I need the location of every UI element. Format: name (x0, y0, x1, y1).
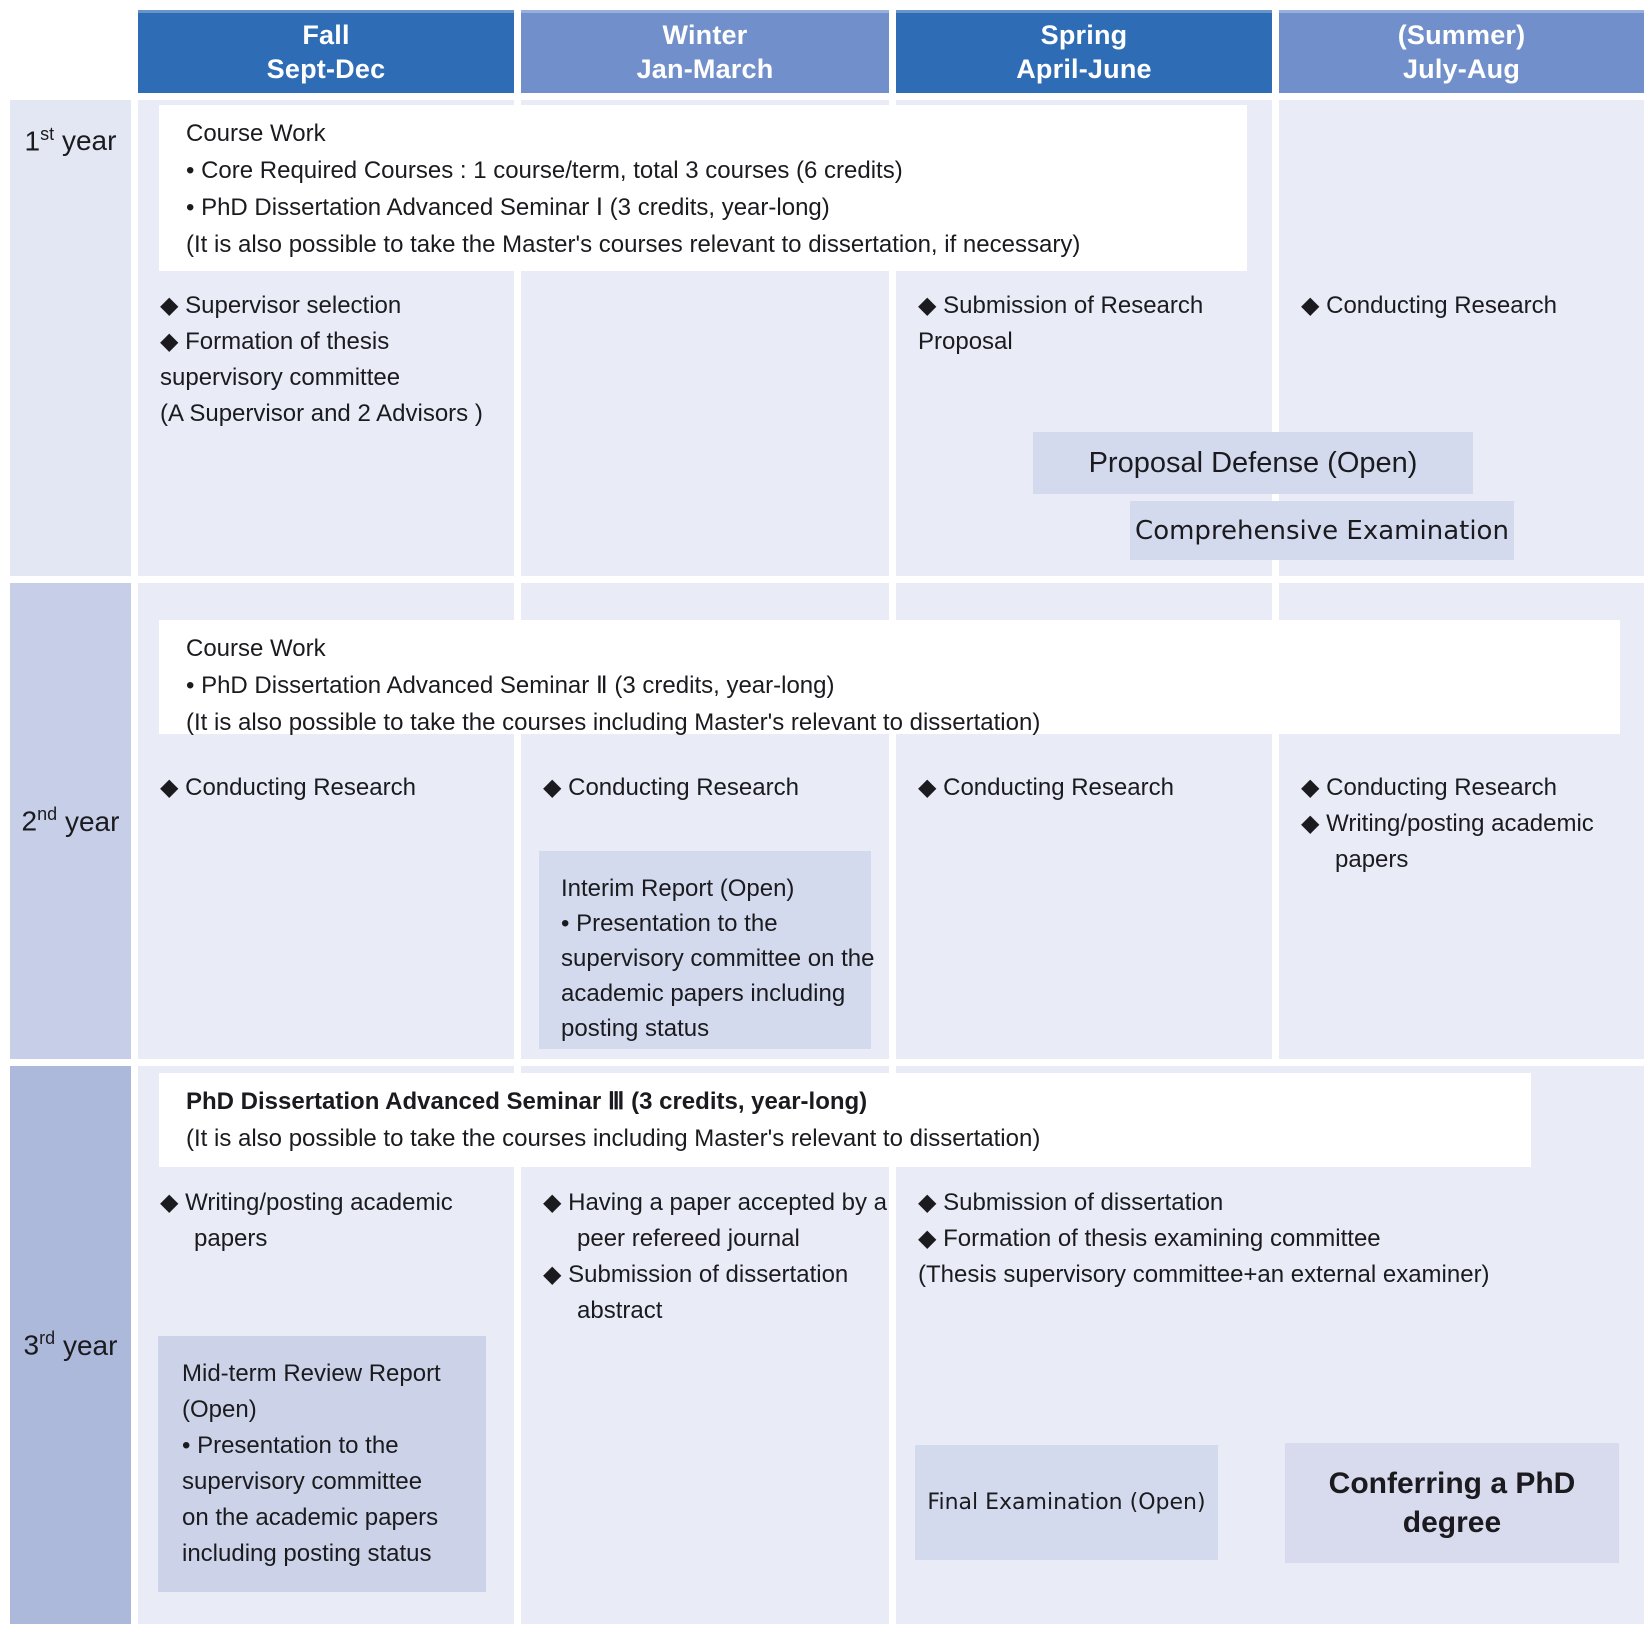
coursework-box-year2: Course Work • PhD Dissertation Advanced … (159, 620, 1620, 736)
milestone-conducting-research: ◆ Conducting Research (543, 774, 799, 801)
timeline-grid: Fall Sept-Dec Winter Jan-March Spring Ap… (10, 10, 1644, 1624)
milestone-committee-note: (Thesis supervisory committee+an externa… (918, 1261, 1490, 1288)
milestone-abstract-submission: ◆ Submission of dissertation abstract (543, 1261, 849, 1324)
column-header-summer: (Summer) July-Aug (1279, 10, 1644, 93)
milestone-dissertation-submission: ◆ Submission of dissertation (918, 1189, 1224, 1216)
coursework-note: (It is also possible to take the courses… (186, 1125, 1041, 1152)
coursework-title: Course Work (186, 120, 326, 147)
event-box-proposal-defense: Proposal Defense (Open) (1033, 432, 1473, 494)
milestone-research-proposal: ◆ Submission of Research Proposal (918, 292, 1204, 355)
coursework-line: • PhD Dissertation Advanced Seminar Ⅰ (3… (186, 194, 830, 221)
event-box-comprehensive-examination: Comprehensive Examination (1130, 501, 1514, 560)
event-box-conferring-phd: Conferring a PhD degree (1285, 1443, 1619, 1563)
season-name: Fall (302, 19, 350, 50)
milestone-examining-committee: ◆ Formation of thesis examining committe… (918, 1225, 1381, 1252)
milestone-conducting-research: ◆ Conducting Research (160, 774, 416, 801)
season-name: (Summer) (1397, 19, 1526, 50)
coursework-note: (It is also possible to take the courses… (186, 709, 1041, 736)
coursework-note: (It is also possible to take the Master'… (186, 231, 1081, 258)
milestone-paper-accepted: ◆ Having a paper accepted by a peer refe… (543, 1189, 888, 1252)
season-months: July-Aug (1402, 53, 1521, 84)
event-box-final-examination: Final Examination (Open) (915, 1445, 1218, 1560)
coursework-box-year1: Course Work • Core Required Courses : 1 … (159, 105, 1247, 271)
coursework-title: Course Work (186, 635, 326, 662)
column-header-spring: Spring April-June (896, 10, 1272, 93)
season-months: April-June (1016, 53, 1152, 84)
coursework-box-year3: PhD Dissertation Advanced Seminar Ⅲ (3 c… (159, 1073, 1531, 1167)
milestone-conducting-research: ◆ Conducting Research (918, 774, 1174, 801)
milestone-conducting-research: ◆ Conducting Research (1301, 774, 1557, 801)
event-box-midterm-review: Mid-term Review Report (Open) • Presenta… (158, 1336, 486, 1592)
season-months: Jan-March (636, 53, 774, 84)
column-header-winter: Winter Jan-March (521, 10, 889, 93)
season-name: Spring (1040, 19, 1128, 50)
milestone-writing-papers: ◆ Writing/posting academic papers (1301, 810, 1594, 873)
milestone-conducting-research: ◆ Conducting Research (1301, 292, 1557, 319)
milestone-supervisor-selection: ◆ Supervisor selection ◆ Formation of th… (160, 292, 483, 427)
season-name: Winter (662, 19, 748, 50)
cell-year1-summer: ◆ Conducting Research (1279, 100, 1644, 576)
season-months: Sept-Dec (266, 53, 386, 84)
event-box-interim-report: Interim Report (Open) • Presentation to … (539, 851, 874, 1049)
coursework-line: • PhD Dissertation Advanced Seminar Ⅱ (3… (186, 672, 835, 699)
coursework-line: • Core Required Courses : 1 course/term,… (186, 157, 903, 184)
column-header-fall: Fall Sept-Dec (138, 10, 514, 93)
milestone-writing-papers: ◆ Writing/posting academic papers (160, 1189, 453, 1252)
coursework-line: PhD Dissertation Advanced Seminar Ⅲ (3 c… (186, 1088, 868, 1115)
